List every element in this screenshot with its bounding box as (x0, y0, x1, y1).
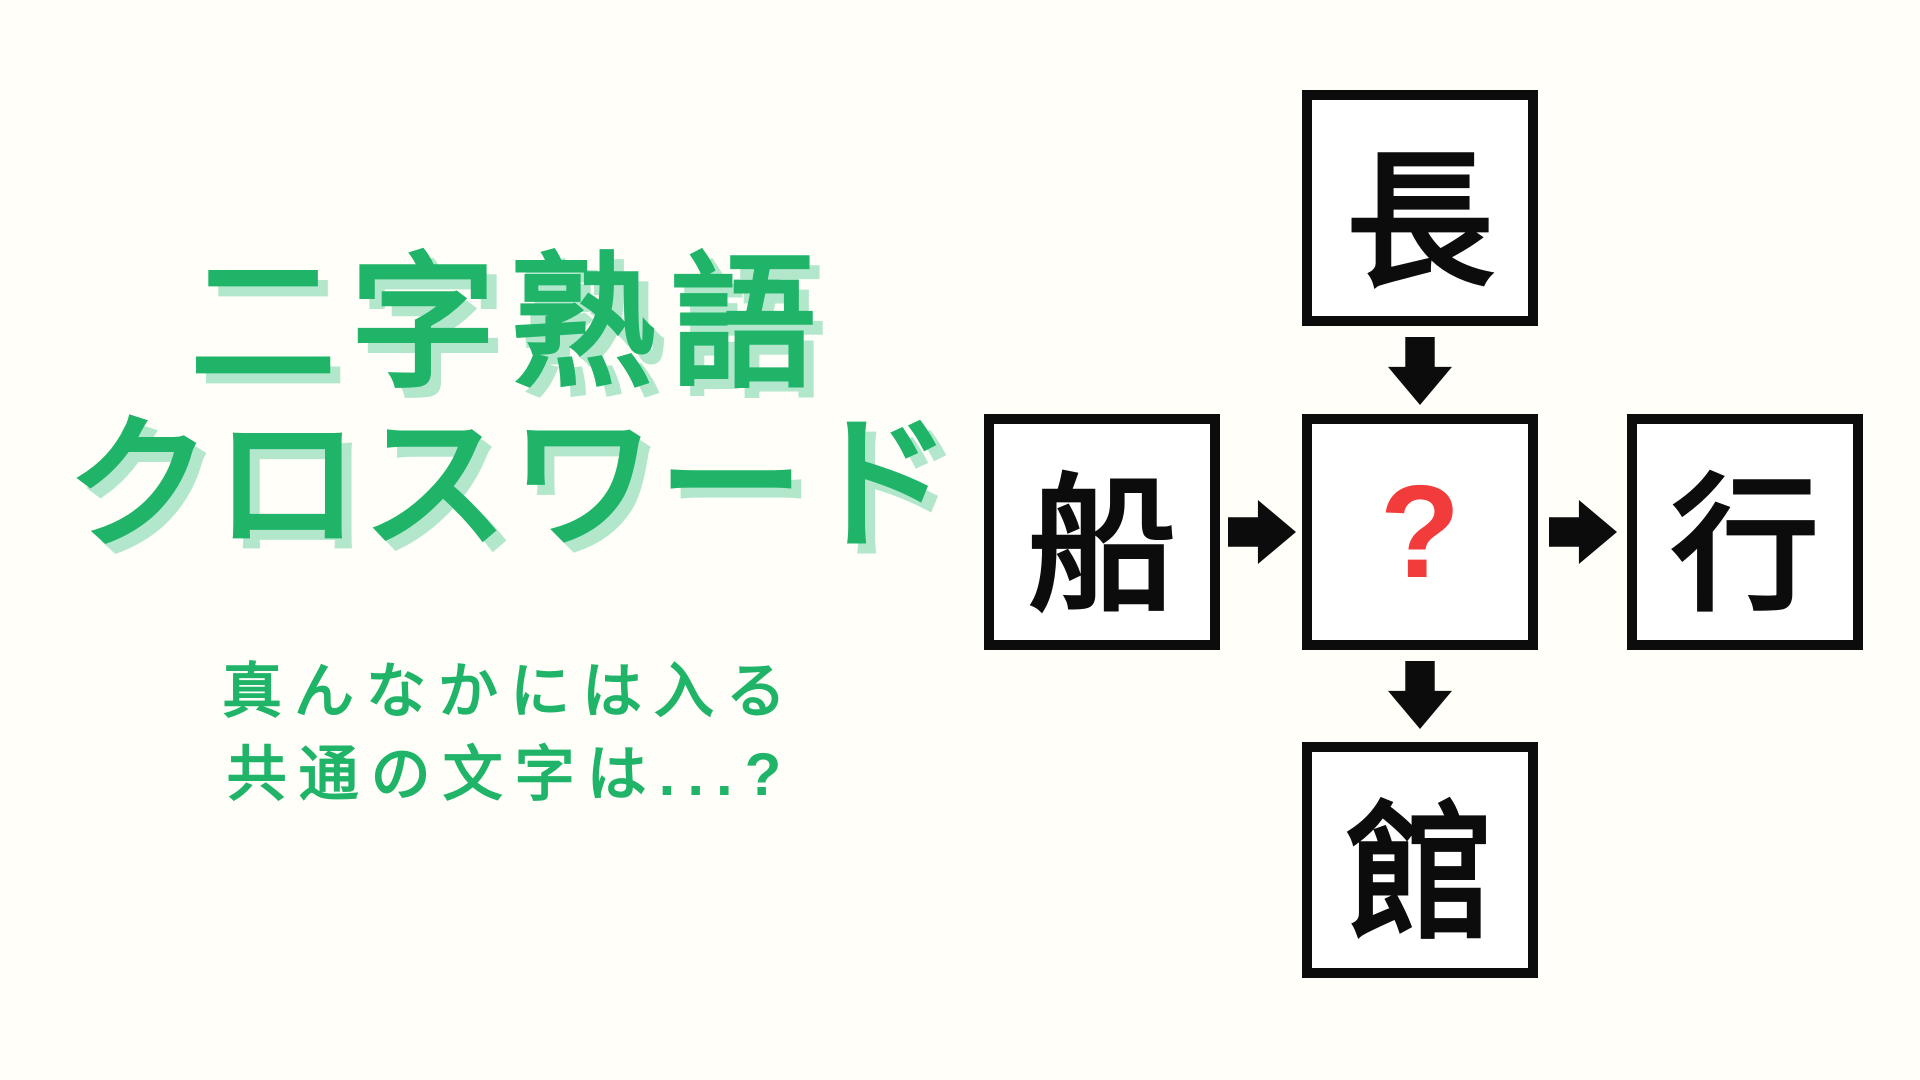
kanji-box-left: 船 (984, 414, 1220, 650)
arrow-right-icon (1549, 500, 1617, 564)
arrow-down-icon (1388, 337, 1452, 405)
kanji-top: 長 (1346, 139, 1494, 305)
kanji-bottom: 館 (1346, 791, 1494, 957)
subtitle-line2: 共通の文字は...? (226, 741, 794, 808)
kanji-box-top: 長 (1302, 90, 1538, 326)
arrow-right-icon (1228, 500, 1296, 564)
kanji-box-bottom: 館 (1302, 742, 1538, 978)
kanji-box-right: 行 (1627, 414, 1863, 650)
arrow-down-icon (1388, 661, 1452, 729)
page-title-line2: クロスワード (66, 403, 954, 566)
kanji-box-center: ? (1302, 414, 1538, 650)
title-block: 二字熟語 クロスワード (30, 243, 990, 565)
kanji-left: 船 (1028, 463, 1176, 629)
page-title-line1: 二字熟語 (190, 242, 830, 405)
subtitle-line1: 真んなかには入る (222, 658, 798, 725)
subtitle-block: 真んなかには入る 共通の文字は...? (30, 650, 990, 816)
question-mark: ? (1379, 458, 1461, 605)
kanji-right: 行 (1671, 463, 1819, 629)
